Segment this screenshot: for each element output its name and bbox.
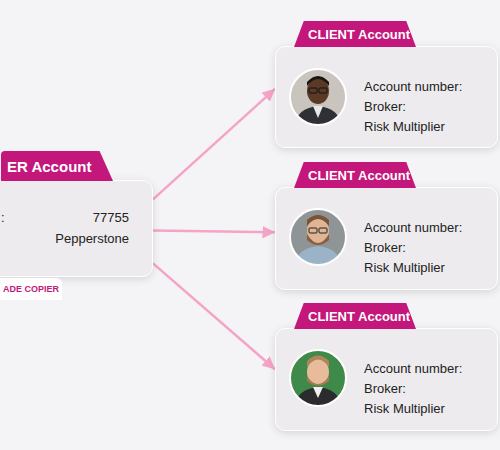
field-text: Broker: [364,99,406,114]
client-account-card: CLIENT AccountAccount number:Broker:Risk… [275,46,498,148]
field-text: Broker: [364,240,406,255]
field-text: Account number: [364,79,462,94]
field-text: Account number: [364,220,462,235]
logo-text: ADE COPIER [3,284,59,294]
field-text: Account number: [364,361,462,376]
field-text: Risk Multiplier [364,401,445,416]
field-text: : [1,210,5,225]
card-heading: CLIENT Account [294,162,416,188]
copy-arrow [153,230,275,232]
field-text: 77755 [93,210,129,225]
card-heading: CLIENT Account [294,303,416,329]
client-account-card: CLIENT AccountAccount number:Broker:Risk… [275,187,498,290]
logo-tab [0,278,62,300]
master-account-card: ER Account:77755Pepperstone [0,180,153,277]
client-account-card: CLIENT AccountAccount number:Broker:Risk… [275,328,498,431]
copy-arrow [153,263,275,369]
field-text: Risk Multiplier [364,119,445,134]
field-text: Pepperstone [55,231,129,246]
field-text: Broker: [364,381,406,396]
card-heading: ER Account [1,151,113,181]
copy-arrow [153,89,275,200]
field-text: Risk Multiplier [364,260,445,275]
card-heading: CLIENT Account [294,21,416,47]
